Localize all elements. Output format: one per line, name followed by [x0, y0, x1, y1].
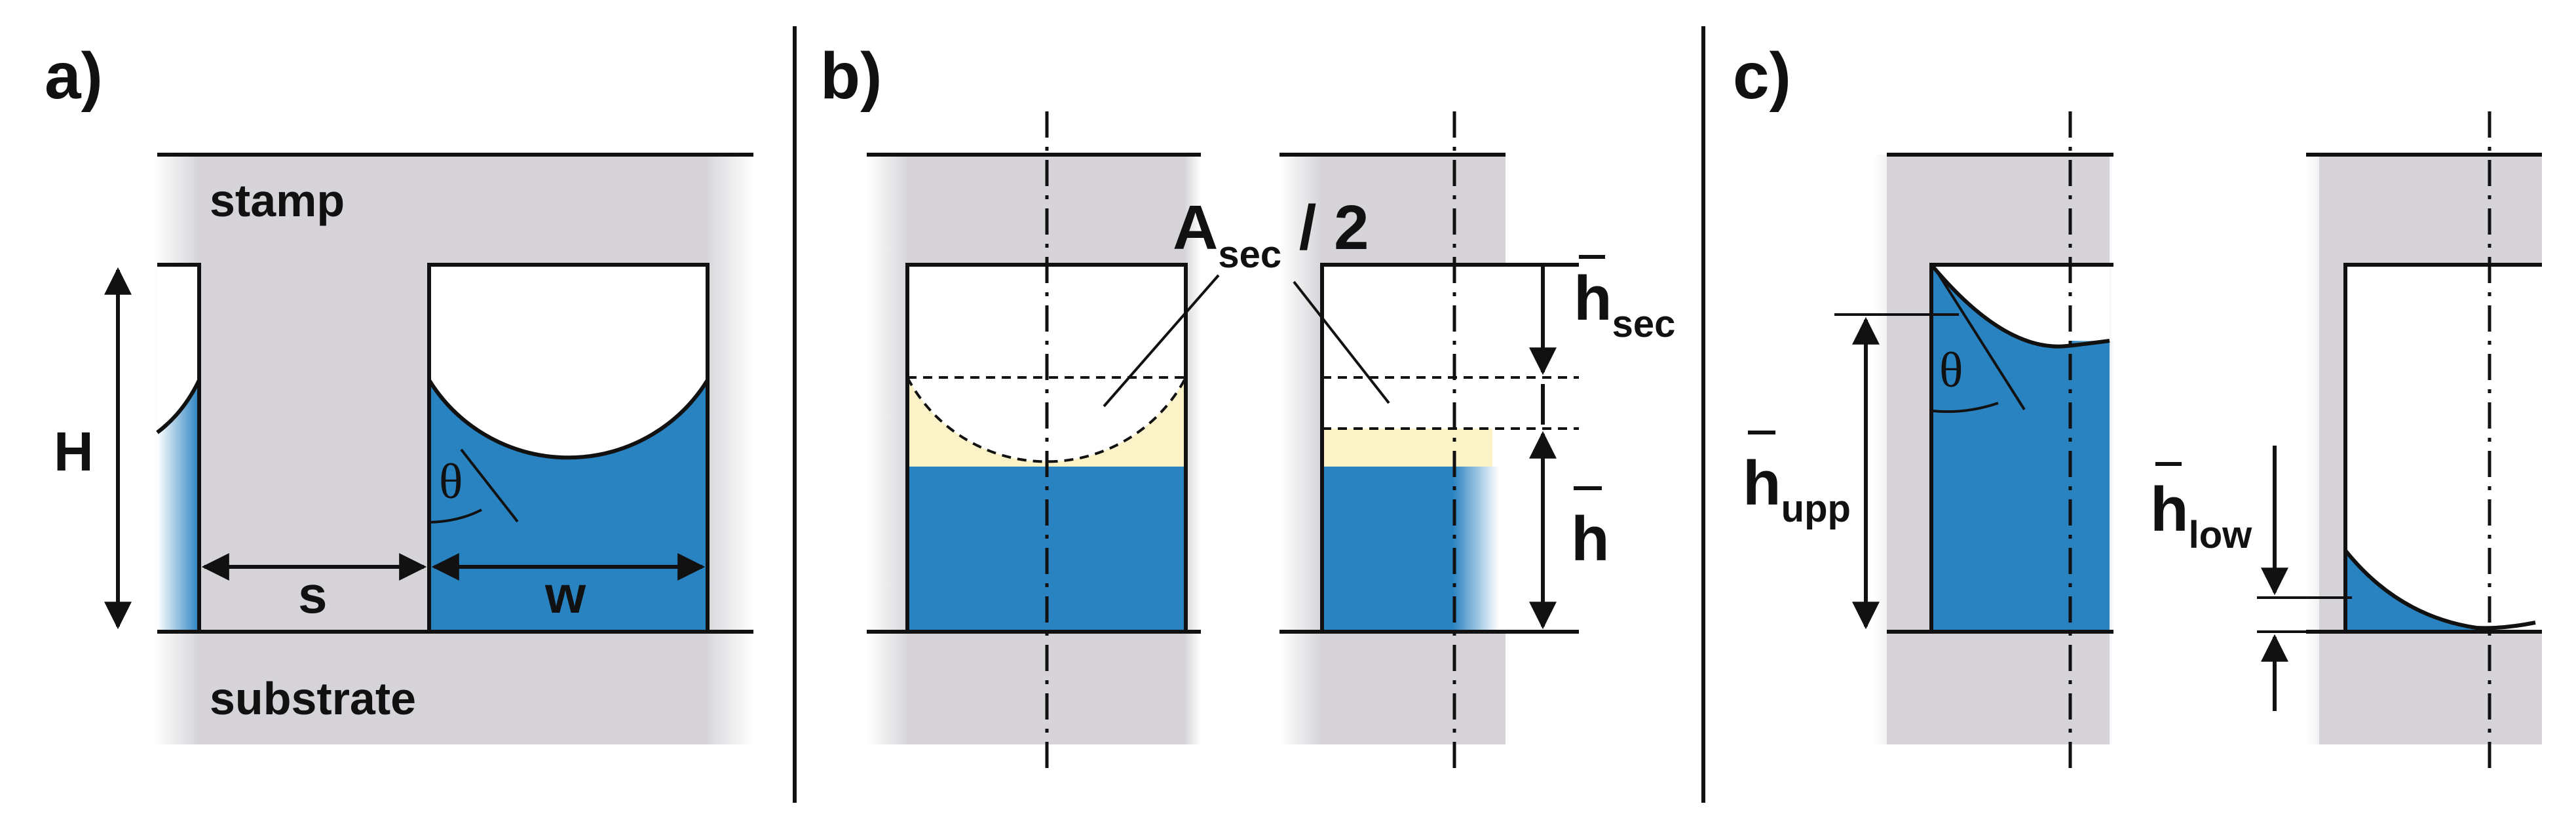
h-label-b: h	[1571, 504, 1610, 574]
panel-c-label: c)	[1733, 39, 1791, 113]
liquid-c2	[2345, 550, 2490, 632]
H-label: H	[54, 421, 94, 482]
hsec-label: hsec	[1574, 263, 1675, 345]
liquid-b2	[1322, 467, 1453, 632]
theta-label-a: θ	[439, 454, 463, 509]
stamp-band-fade-right	[704, 155, 753, 744]
stamp-label: stamp	[210, 175, 345, 226]
hlow-label: hlow	[2150, 474, 2252, 556]
panel-b: b) Asec / 2 hsec h	[820, 39, 1675, 777]
hupp-label: hupp	[1743, 448, 1851, 530]
panel-b-label: b)	[820, 39, 882, 113]
panel-c: θ hupp hlow c)	[1733, 39, 2542, 777]
panel-a: a) stamp substrate H s w θ	[45, 39, 753, 744]
w-label: w	[544, 566, 586, 624]
theta-label-c: θ	[1939, 343, 1963, 398]
s-label: s	[298, 566, 328, 624]
area-label: Asec / 2	[1173, 193, 1369, 276]
liquid-c1	[1931, 265, 2110, 632]
panel-a-label: a)	[45, 39, 103, 113]
left-cavity-liquid	[157, 380, 199, 632]
meniscus-region-b2	[1322, 429, 1492, 467]
substrate-label: substrate	[210, 673, 416, 724]
meniscus-a	[427, 379, 710, 460]
